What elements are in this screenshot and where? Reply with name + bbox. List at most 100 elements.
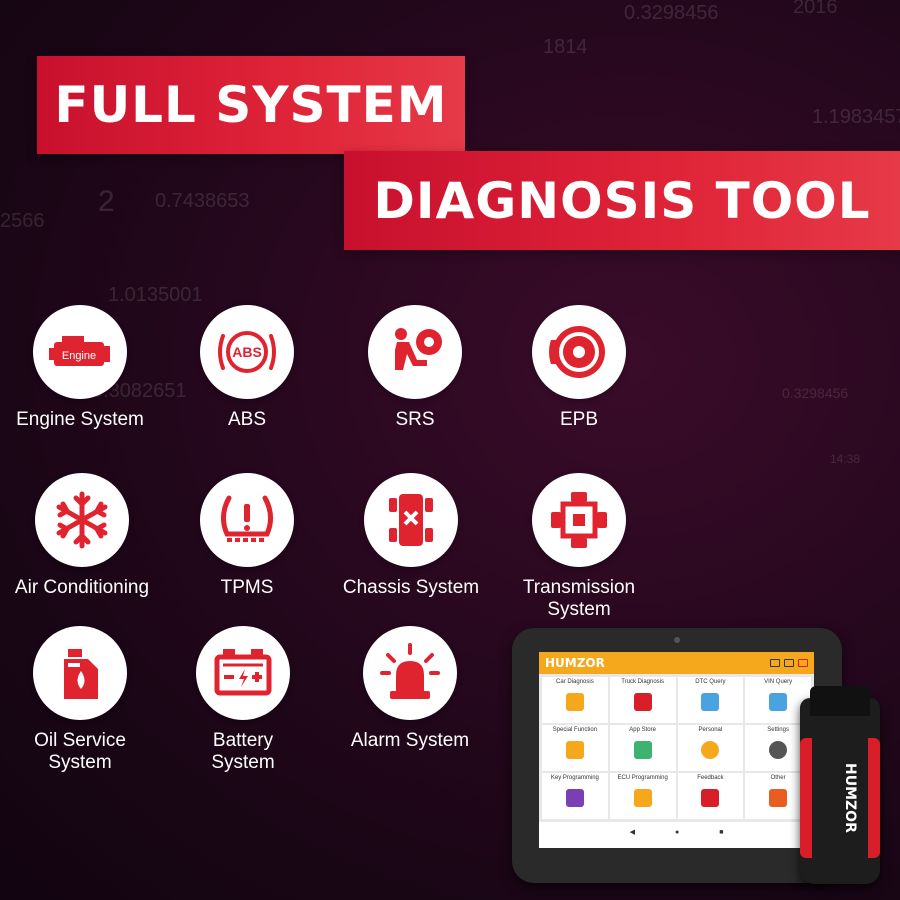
- dongle-trim-left: [800, 738, 812, 858]
- app-label: Truck Diagnosis: [621, 679, 665, 685]
- feature-transmission-system: Transmission System: [494, 473, 664, 621]
- back-icon[interactable]: ◀: [629, 829, 635, 836]
- feature-label: EPB: [559, 409, 599, 430]
- feature-air-conditioning: Air Conditioning: [0, 473, 167, 599]
- app-ecu-programming[interactable]: ECU Programming: [609, 773, 676, 819]
- engine-icon: Engine: [33, 305, 127, 399]
- car-icon: [565, 693, 584, 711]
- app-label: VIN Query: [764, 679, 793, 685]
- background-number: 0.3298456: [624, 2, 719, 24]
- camera-lens: [674, 637, 680, 643]
- feature-epb: EPB: [494, 305, 664, 431]
- feature-label: ABS: [227, 409, 267, 430]
- title-banner-line2: DIAGNOSIS TOOL: [344, 151, 900, 250]
- app-app-store[interactable]: App Store: [609, 725, 676, 771]
- feature-label: SRS: [395, 409, 435, 430]
- feature-chassis-system: Chassis System: [326, 473, 496, 599]
- background-number: 2: [98, 185, 115, 218]
- feature-abs: ABS ABS: [162, 305, 332, 431]
- app-feedback[interactable]: Feedback: [677, 773, 744, 819]
- feature-label: Alarm System: [350, 730, 470, 751]
- svg-text:Engine: Engine: [62, 350, 96, 362]
- app-label: App Store: [629, 727, 656, 733]
- app-special-function[interactable]: Special Function: [542, 725, 608, 771]
- tablet-app-grid: Car Diagnosis Truck Diagnosis DTC Query …: [539, 674, 814, 822]
- feature-srs: SRS: [330, 305, 500, 431]
- background-number: 1814: [543, 36, 588, 58]
- obd-dongle: HUMZOR: [800, 686, 880, 884]
- diagnostic-tablet: HUMZOR Car Diagnosis Truck Diagnosis DTC…: [512, 628, 842, 883]
- app-label: Personal: [698, 727, 723, 733]
- dongle-brand-logo: HUMZOR: [842, 763, 858, 833]
- tablet-status-icons: [770, 659, 808, 667]
- bluetooth-icon: [798, 659, 808, 667]
- background-number: 2566: [0, 210, 45, 232]
- chassis-icon: [364, 473, 458, 567]
- transmission-icon: [532, 473, 626, 567]
- app-label: DTC Query: [695, 679, 726, 685]
- abs-icon: ABS: [200, 305, 294, 399]
- feature-label: Air Conditioning: [14, 577, 150, 598]
- oil-can-icon: [33, 626, 127, 720]
- svg-text:ABS: ABS: [232, 344, 262, 360]
- video-icon[interactable]: [770, 659, 780, 667]
- feature-label: Chassis System: [342, 577, 480, 598]
- app-label: Special Function: [552, 727, 598, 733]
- home-icon[interactable]: ●: [674, 828, 680, 836]
- background-number: 0.3082651: [92, 380, 187, 402]
- background-number: 14:38: [830, 452, 861, 466]
- tablet-nav-bar: ◀ ● ■: [539, 822, 814, 842]
- feature-label: Battery System: [211, 730, 275, 773]
- app-personal[interactable]: Personal: [677, 725, 744, 771]
- airbag-icon: [368, 305, 462, 399]
- user-icon: [701, 741, 720, 759]
- background-number: 0.3298456: [782, 385, 849, 401]
- background-number: 2016: [793, 0, 838, 18]
- dongle-trim-right: [868, 738, 880, 858]
- feature-tpms: TPMS: [162, 473, 332, 599]
- app-car-diagnosis[interactable]: Car Diagnosis: [542, 677, 608, 723]
- alarm-light-icon: [363, 626, 457, 720]
- wrench-icon: [565, 741, 584, 759]
- snowflake-icon: [35, 473, 129, 567]
- tablet-brand-logo: HUMZOR: [545, 656, 605, 670]
- app-label: Settings: [767, 727, 789, 733]
- feature-oil-service-system: Oil Service System: [0, 626, 165, 774]
- truck-icon: [633, 693, 652, 711]
- feedback-icon: [701, 789, 720, 807]
- app-label: Feedback: [697, 775, 724, 781]
- recents-icon[interactable]: ■: [719, 828, 724, 836]
- background-number: 0.7438653: [155, 190, 250, 212]
- dtc-icon: [701, 693, 720, 711]
- grid-icon: [769, 789, 788, 807]
- app-label: ECU Programming: [617, 775, 668, 781]
- app-label: Key Programming: [550, 775, 599, 781]
- tablet-screen: HUMZOR Car Diagnosis Truck Diagnosis DTC…: [539, 652, 814, 848]
- screenshot-icon[interactable]: [784, 659, 794, 667]
- store-icon: [633, 741, 652, 759]
- gear-icon: [769, 741, 788, 759]
- app-label: Car Diagnosis: [556, 679, 594, 685]
- feature-label: Engine System: [16, 409, 144, 430]
- feature-alarm-system: Alarm System: [325, 626, 495, 752]
- title-banner-line1: FULL SYSTEM: [37, 56, 465, 154]
- key-icon: [565, 789, 584, 807]
- background-number: 1.0135001: [108, 284, 203, 306]
- brake-disc-icon: [532, 305, 626, 399]
- feature-label: TPMS: [220, 577, 274, 598]
- feature-engine-system: Engine Engine System: [0, 305, 165, 431]
- tire-pressure-icon: [200, 473, 294, 567]
- feature-battery-system: Battery System: [158, 626, 328, 774]
- background-number: 1.1983457: [812, 106, 900, 128]
- app-vin-query[interactable]: VIN Query: [745, 677, 811, 723]
- obd-connector: [810, 686, 870, 716]
- vin-icon: [769, 693, 788, 711]
- app-truck-diagnosis[interactable]: Truck Diagnosis: [609, 677, 676, 723]
- feature-label: Oil Service System: [34, 730, 126, 773]
- feature-label: Transmission System: [522, 577, 636, 620]
- app-key-programming[interactable]: Key Programming: [542, 773, 608, 819]
- tablet-header: HUMZOR: [539, 652, 814, 674]
- app-label: Other: [770, 775, 786, 781]
- battery-icon: [196, 626, 290, 720]
- app-dtc-query[interactable]: DTC Query: [677, 677, 744, 723]
